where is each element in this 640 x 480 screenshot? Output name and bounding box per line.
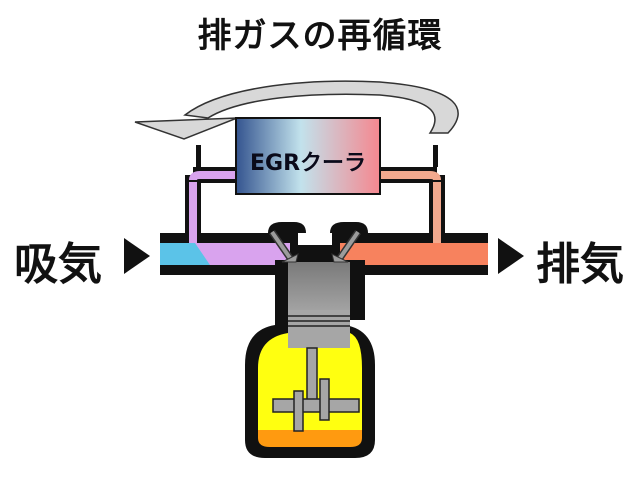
egr-cooler: [235, 117, 381, 195]
exhaust-gas-flow: [340, 243, 488, 265]
crank-web-right: [319, 378, 330, 421]
recirculation-arrowhead: [134, 117, 238, 140]
egr-exhaust-pipe: [380, 171, 441, 243]
intake-air-flow: [160, 243, 210, 265]
connecting-rod: [306, 347, 318, 401]
oil-pan: [258, 430, 362, 447]
exhaust-label: 排気: [536, 239, 624, 290]
intake-arrow-icon: [124, 238, 150, 274]
cylinder: [288, 262, 350, 317]
recirculation-arrow: [183, 80, 459, 134]
crankshaft: [272, 398, 360, 413]
egr-mixed-flow: [195, 243, 290, 265]
exhaust-arrow-icon: [498, 238, 524, 274]
crank-web-left: [293, 390, 304, 432]
egr-intake-pipe: [189, 171, 240, 243]
exhaust-valve: [331, 230, 361, 263]
diagram-title: 排ガスの再循環: [197, 16, 443, 56]
egr-cooler-label: EGRクーラ: [249, 151, 367, 176]
intake-label: 吸気: [14, 239, 102, 290]
intake-valve: [269, 230, 299, 263]
